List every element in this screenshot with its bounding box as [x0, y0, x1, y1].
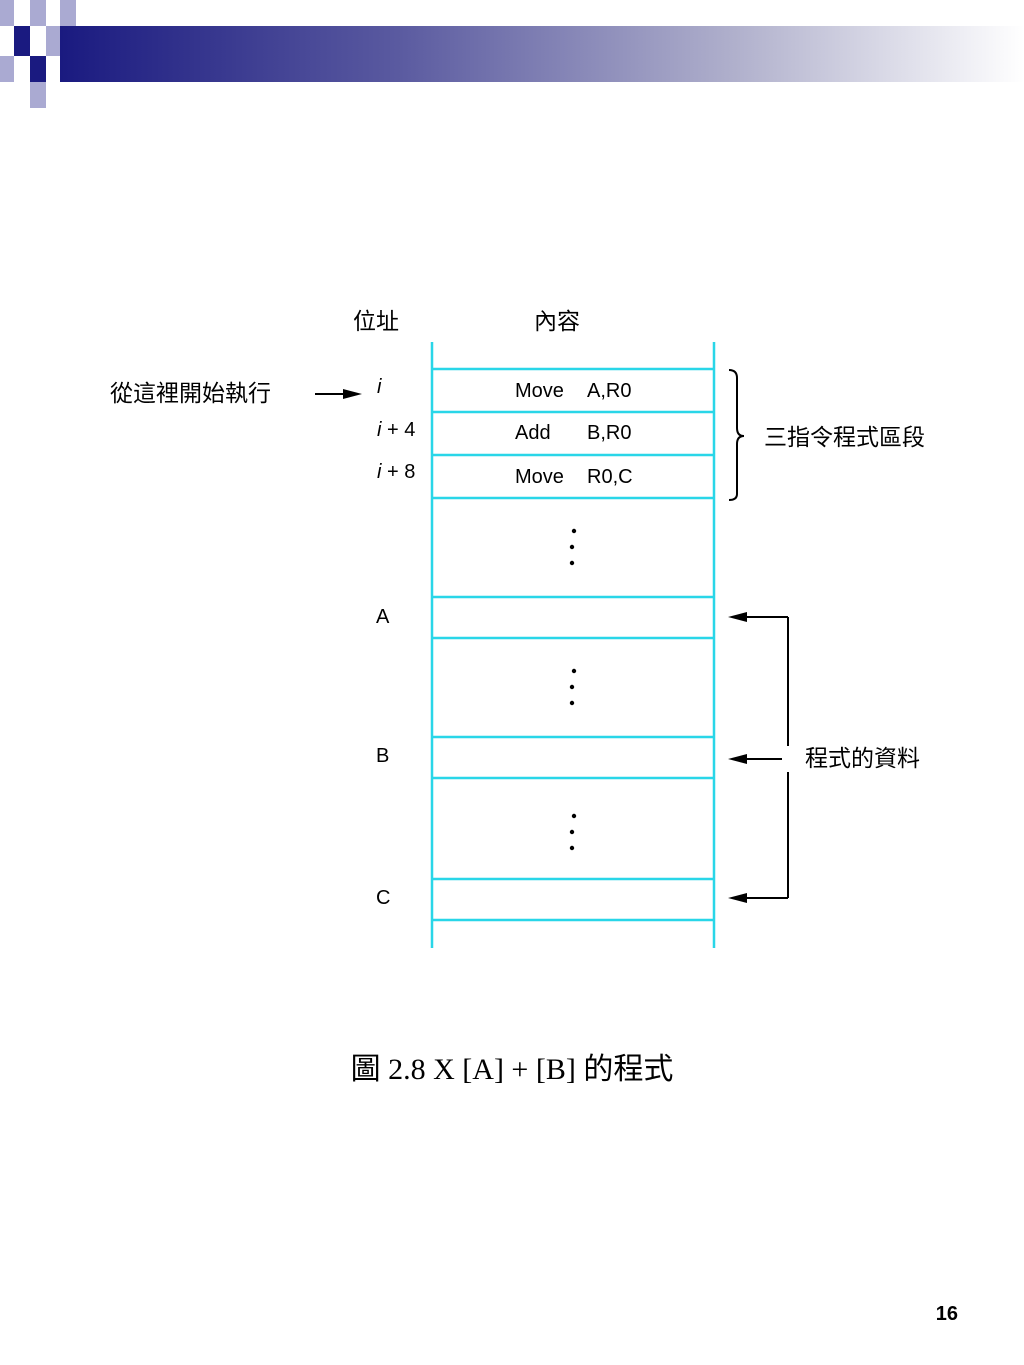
program-segment-label: 三指令程式區段	[764, 425, 925, 451]
data-arrowheads	[728, 612, 747, 903]
program-segment-brace	[728, 369, 745, 501]
address-label-c: C	[376, 887, 391, 909]
header-square	[46, 26, 60, 56]
instruction-args: A,R0	[587, 380, 632, 402]
header-square	[30, 56, 46, 82]
address-header: 位址	[353, 309, 399, 335]
header-gradient-bar	[60, 26, 1024, 82]
address-label-a: A	[376, 606, 390, 628]
page-number: 16	[935, 1303, 958, 1325]
figure-caption: 圖 2.8 X [A] + [B] 的程式	[350, 1053, 674, 1086]
instruction-op: Move	[515, 466, 564, 488]
address-label-b: B	[376, 745, 390, 767]
start-arrow	[315, 389, 362, 399]
instruction-op: Move	[515, 380, 564, 402]
address-label-i: i	[377, 376, 382, 398]
instruction-op: Add	[515, 422, 551, 444]
instruction-args: B,R0	[587, 422, 632, 444]
address-label-i-plus-4: i + 4	[377, 419, 416, 441]
program-data-label: 程式的資料	[805, 746, 920, 772]
contents-header: 內容	[534, 309, 580, 335]
header-square	[0, 56, 14, 82]
header-square	[30, 82, 46, 108]
header-square	[14, 26, 30, 56]
header-square	[60, 0, 76, 26]
memory-column	[430, 342, 716, 948]
data-bracket	[742, 616, 789, 899]
instruction-args: R0,C	[587, 466, 633, 488]
header-square	[0, 0, 14, 26]
header-square	[46, 56, 60, 82]
header-square	[30, 26, 46, 56]
start-execution-label: 從這裡開始執行	[110, 381, 271, 407]
ellipsis-dots	[569, 528, 577, 851]
header-square	[14, 0, 30, 26]
address-label-i-plus-8: i + 8	[377, 461, 416, 483]
header-square	[30, 0, 46, 26]
